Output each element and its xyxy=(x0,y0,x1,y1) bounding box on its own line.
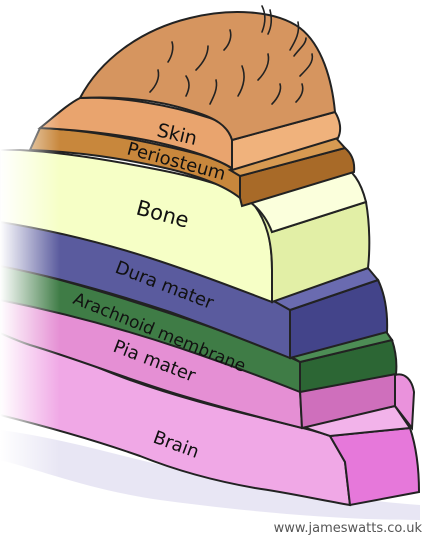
left-edge-fade xyxy=(0,0,60,545)
credit-text: www.jameswatts.co.uk xyxy=(274,521,423,536)
